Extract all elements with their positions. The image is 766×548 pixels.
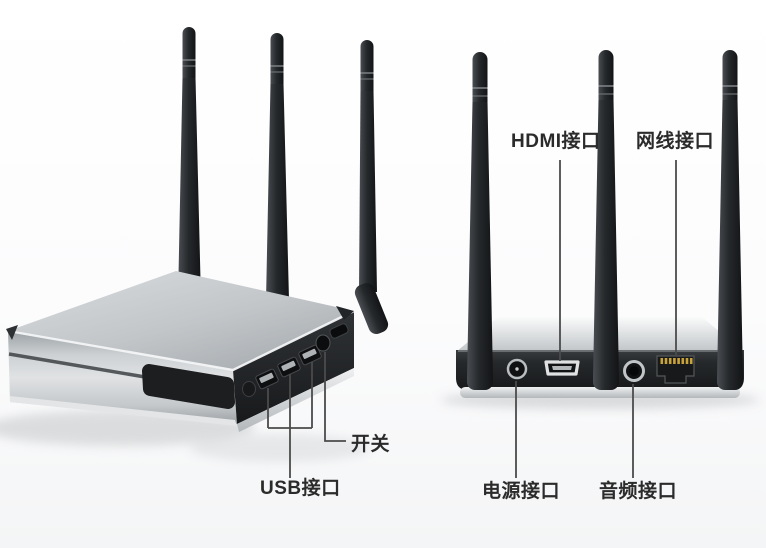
ethernet-port-label: 网线接口 [636,131,715,152]
usb-port-3-icon [298,344,322,366]
front-antenna-right-icon [354,40,389,334]
switch-label: 开关 [351,434,391,455]
rear-view-device [456,50,744,478]
front-device-ports [242,323,349,397]
usb-port-1-icon [255,368,279,390]
front-antenna-left-icon [178,27,201,300]
switch-leader-line [324,352,346,442]
front-leader-lines [267,352,346,478]
rear-antenna-right-icon [717,50,743,390]
aux-port-icon [329,323,349,339]
usb-port-label: USB接口 [260,478,341,499]
ir-sensor-icon [242,381,256,397]
ethernet-port-icon [656,355,695,384]
audio-jack-icon [623,360,645,382]
rear-antenna-middle-icon [593,50,619,390]
front-antenna-middle-icon [266,33,289,300]
dc-power-jack-icon [506,358,528,380]
usb-port-2-icon [277,356,301,378]
power-port-label: 电源接口 [482,481,561,502]
power-switch-button-icon [315,334,331,352]
audio-port-label: 音频接口 [599,481,678,502]
front-view-device [6,27,389,478]
rear-antenna-left-icon [467,52,493,390]
rear-leader-lines [515,160,677,478]
antenna-hinge-icon [354,283,389,334]
rear-device-ports [506,355,695,384]
hdmi-port-icon [544,360,580,376]
hdmi-port-label: HDMI接口 [511,131,601,152]
